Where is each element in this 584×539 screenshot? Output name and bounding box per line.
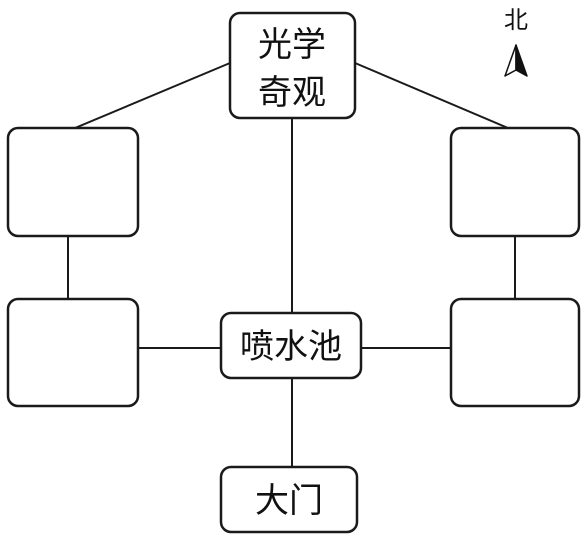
node-blank-bottom-right [449,297,581,408]
node-fountain: 喷水池 [219,311,363,380]
node-gate: 大门 [219,465,359,534]
node-gate-label: 大门 [255,481,323,521]
line-optics-to-top-right [354,62,509,129]
north-label: 北 [504,6,528,34]
node-optics-spectacle: 光学 奇观 [228,11,357,120]
node-fountain-label: 喷水池 [240,327,342,367]
connector-lines [67,62,516,467]
node-gate-box [219,465,359,534]
node-optics-label-line2: 奇观 [258,73,326,113]
north-marker: 北 [504,6,528,77]
line-optics-to-top-left [74,62,231,129]
node-blank-top-right [449,126,581,238]
node-fountain-box [219,311,363,380]
north-arrow-icon [504,44,528,77]
node-optics-box [228,11,357,120]
node-optics-label-line1: 光学 [258,25,326,65]
node-blank-top-left [6,126,140,238]
node-blank-bottom-left [6,297,140,408]
